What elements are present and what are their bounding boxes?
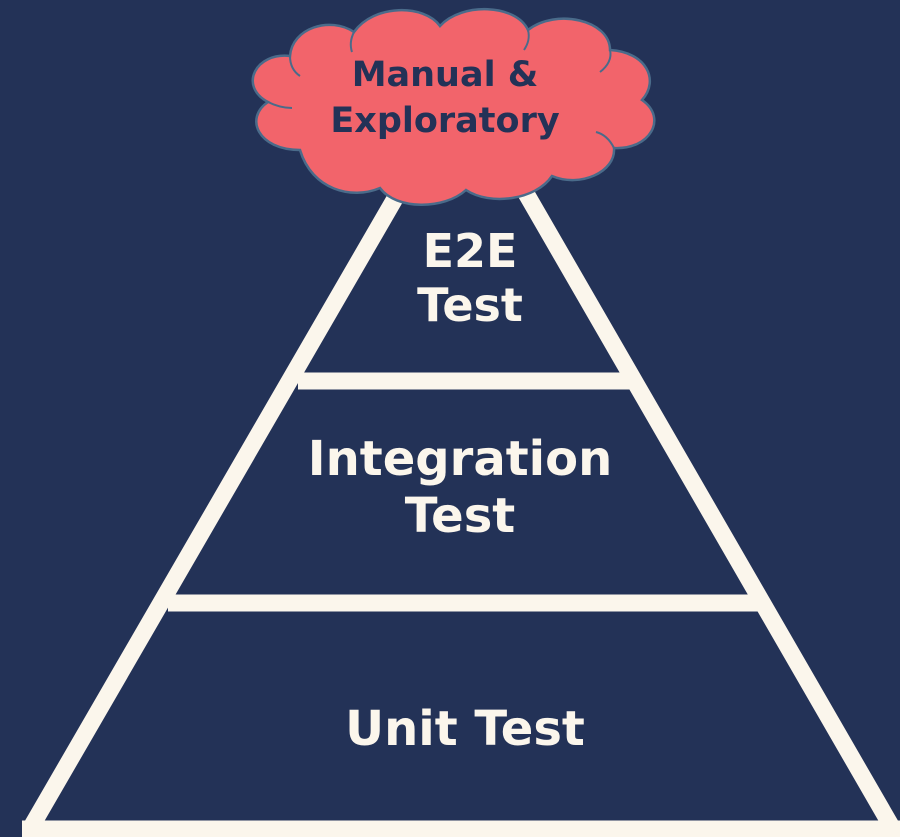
tier-unit-line1: Unit Test — [345, 701, 585, 757]
cloud-label-line2: Exploratory — [330, 101, 560, 142]
cloud-label-line1: Manual & — [351, 55, 539, 95]
tier-integration-label: Integration Test — [280, 431, 640, 544]
tier-e2e-label: E2E Test — [370, 224, 570, 333]
tier-integration-line2: Test — [404, 487, 516, 544]
cloud-shape — [251, 7, 656, 206]
tier-e2e-line1: E2E — [422, 224, 518, 278]
tier-unit-label: Unit Test — [300, 701, 630, 758]
tier-integration-line1: Integration — [307, 431, 613, 487]
tier-e2e-line2: Test — [417, 278, 523, 333]
cloud-label: Manual & Exploratory — [300, 52, 590, 144]
